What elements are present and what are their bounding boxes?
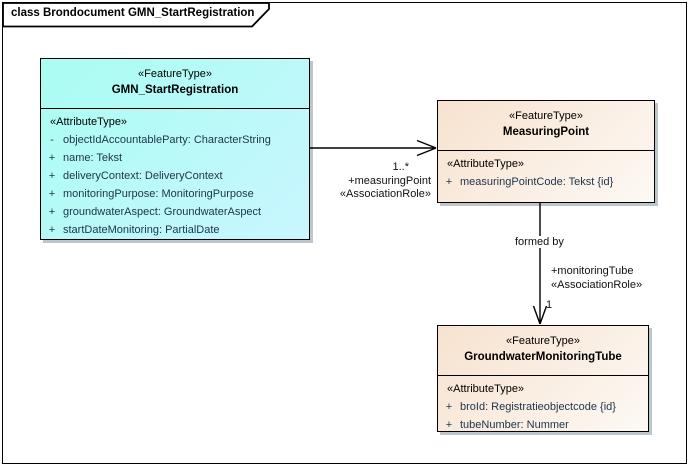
attribute-row: + tubeNumber: Nummer xyxy=(438,416,648,434)
association-monitoringtube-line[interactable] xyxy=(530,202,550,326)
diagram-title-tab xyxy=(2,2,270,28)
class-name: GroundwaterMonitoringTube xyxy=(464,351,622,363)
role-label: +measuringPoint xyxy=(348,174,431,187)
attribute-text: objectIdAccountableParty: CharacterStrin… xyxy=(63,134,271,146)
attribute-section-stereotype: «AttributeType» xyxy=(50,116,128,128)
association-measuringpoint-labels: 1..* +measuringPoint «AssociationRole» xyxy=(300,161,431,202)
association-stereotype-label: «AssociationRole» xyxy=(339,188,431,200)
visibility-marker: + xyxy=(48,152,56,164)
attribute-compartment: «AttributeType» + broId: Registratieobje… xyxy=(438,376,648,434)
class-header: «FeatureType» GroundwaterMonitoringTube xyxy=(438,326,648,376)
attribute-text: name: Tekst xyxy=(63,152,123,164)
attribute-compartment: «AttributeType» - objectIdAccountablePar… xyxy=(41,109,309,239)
attribute-text: monitoringPurpose: MonitoringPurpose xyxy=(63,188,254,200)
visibility-marker: + xyxy=(445,419,453,431)
attribute-row: + name: Tekst xyxy=(41,149,309,167)
association-measuringpoint-line[interactable] xyxy=(308,137,438,159)
attribute-row: + groundwaterAspect: GroundwaterAspect xyxy=(41,203,309,221)
diagram-title: class Brondocument GMN_StartRegistration xyxy=(11,7,255,19)
attribute-row: + monitoringPurpose: MonitoringPurpose xyxy=(41,185,309,203)
association-name-label: formed by xyxy=(512,236,567,248)
class-name: GMN_StartRegistration xyxy=(111,84,239,96)
attribute-text: tubeNumber: Nummer xyxy=(460,419,569,431)
class-stereotype: «FeatureType» xyxy=(138,68,212,80)
visibility-marker: - xyxy=(50,134,54,146)
attribute-row: + broId: Registratieobjectcode {id} xyxy=(438,398,648,416)
class-stereotype: «FeatureType» xyxy=(509,110,583,122)
association-stereotype-label: «AssociationRole» xyxy=(551,279,643,291)
visibility-marker: + xyxy=(48,170,56,182)
class-name: MeasuringPoint xyxy=(502,126,590,138)
class-gmn-startregistration[interactable]: «FeatureType» GMN_StartRegistration «Att… xyxy=(40,58,310,240)
visibility-marker: + xyxy=(445,401,453,413)
class-header: «FeatureType» GMN_StartRegistration xyxy=(41,59,309,109)
visibility-marker: + xyxy=(48,224,56,236)
attribute-row: + measuringPointCode: Tekst {id} xyxy=(438,173,654,191)
attribute-text: broId: Registratieobjectcode {id} xyxy=(460,401,616,413)
attribute-text: deliveryContext: DeliveryContext xyxy=(63,170,223,182)
class-groundwatermonitoringtube[interactable]: «FeatureType» GroundwaterMonitoringTube … xyxy=(437,325,649,432)
attribute-row: + deliveryContext: DeliveryContext xyxy=(41,167,309,185)
attribute-compartment: «AttributeType» + measuringPointCode: Te… xyxy=(438,151,654,191)
attribute-section-stereotype: «AttributeType» xyxy=(447,158,525,170)
class-measuringpoint[interactable]: «FeatureType» MeasuringPoint «AttributeT… xyxy=(437,100,655,203)
multiplicity-label: 1 xyxy=(546,299,553,311)
attribute-row: + startDateMonitoring: PartialDate xyxy=(41,221,309,239)
visibility-marker: + xyxy=(48,188,56,200)
class-stereotype: «FeatureType» xyxy=(506,335,580,347)
attribute-row: - objectIdAccountableParty: CharacterStr… xyxy=(41,131,309,149)
visibility-marker: + xyxy=(445,176,453,188)
visibility-marker: + xyxy=(48,206,56,218)
multiplicity-label: 1..* xyxy=(392,161,409,173)
class-header: «FeatureType» MeasuringPoint xyxy=(438,101,654,151)
attribute-text: startDateMonitoring: PartialDate xyxy=(63,224,220,236)
attribute-section-stereotype: «AttributeType» xyxy=(447,383,525,395)
role-label: +monitoringTube xyxy=(551,265,634,277)
attribute-text: measuringPointCode: Tekst {id} xyxy=(460,176,614,188)
attribute-text: groundwaterAspect: GroundwaterAspect xyxy=(63,206,262,218)
